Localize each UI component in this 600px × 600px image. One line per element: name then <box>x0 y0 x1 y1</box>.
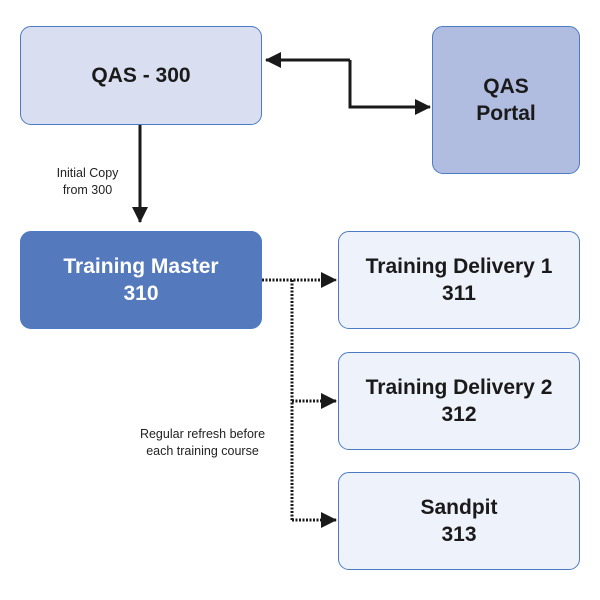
node-qas-portal: QAS Portal <box>432 26 580 174</box>
label-regular-refresh-line1: Regular refresh before <box>139 427 266 441</box>
edge-portal-segment <box>348 60 431 115</box>
node-sandpit-title: Sandpit <box>420 495 498 519</box>
node-training-master: Training Master 310 <box>20 231 262 329</box>
node-training-delivery-2-id: 312 <box>441 403 477 426</box>
node-sandpit: Sandpit 313 <box>338 472 580 570</box>
node-qas-300: QAS - 300 <box>20 26 262 125</box>
label-initial-copy-line2: from 300 <box>62 182 113 197</box>
label-regular-refresh: Regular refresh before each training cou… <box>120 426 285 460</box>
label-initial-copy-line1: Initial Copy <box>56 166 119 180</box>
node-training-master-id: 310 <box>123 282 159 305</box>
node-training-delivery-1-title: Training Delivery 1 <box>365 254 553 278</box>
node-qas-portal-label-line2: Portal <box>476 102 536 125</box>
node-qas-portal-label-line1: QAS <box>483 74 529 98</box>
node-training-delivery-2: Training Delivery 2 312 <box>338 352 580 450</box>
node-training-delivery-1-id: 311 <box>442 282 476 305</box>
node-training-master-title: Training Master <box>63 254 219 278</box>
node-training-delivery-1: Training Delivery 1 311 <box>338 231 580 329</box>
node-qas-300-label: QAS - 300 <box>91 63 191 87</box>
node-training-delivery-2-title: Training Delivery 2 <box>365 375 553 399</box>
node-sandpit-id: 313 <box>441 523 477 546</box>
label-regular-refresh-line2: each training course <box>146 443 259 458</box>
label-initial-copy: Initial Copy from 300 <box>40 165 135 199</box>
